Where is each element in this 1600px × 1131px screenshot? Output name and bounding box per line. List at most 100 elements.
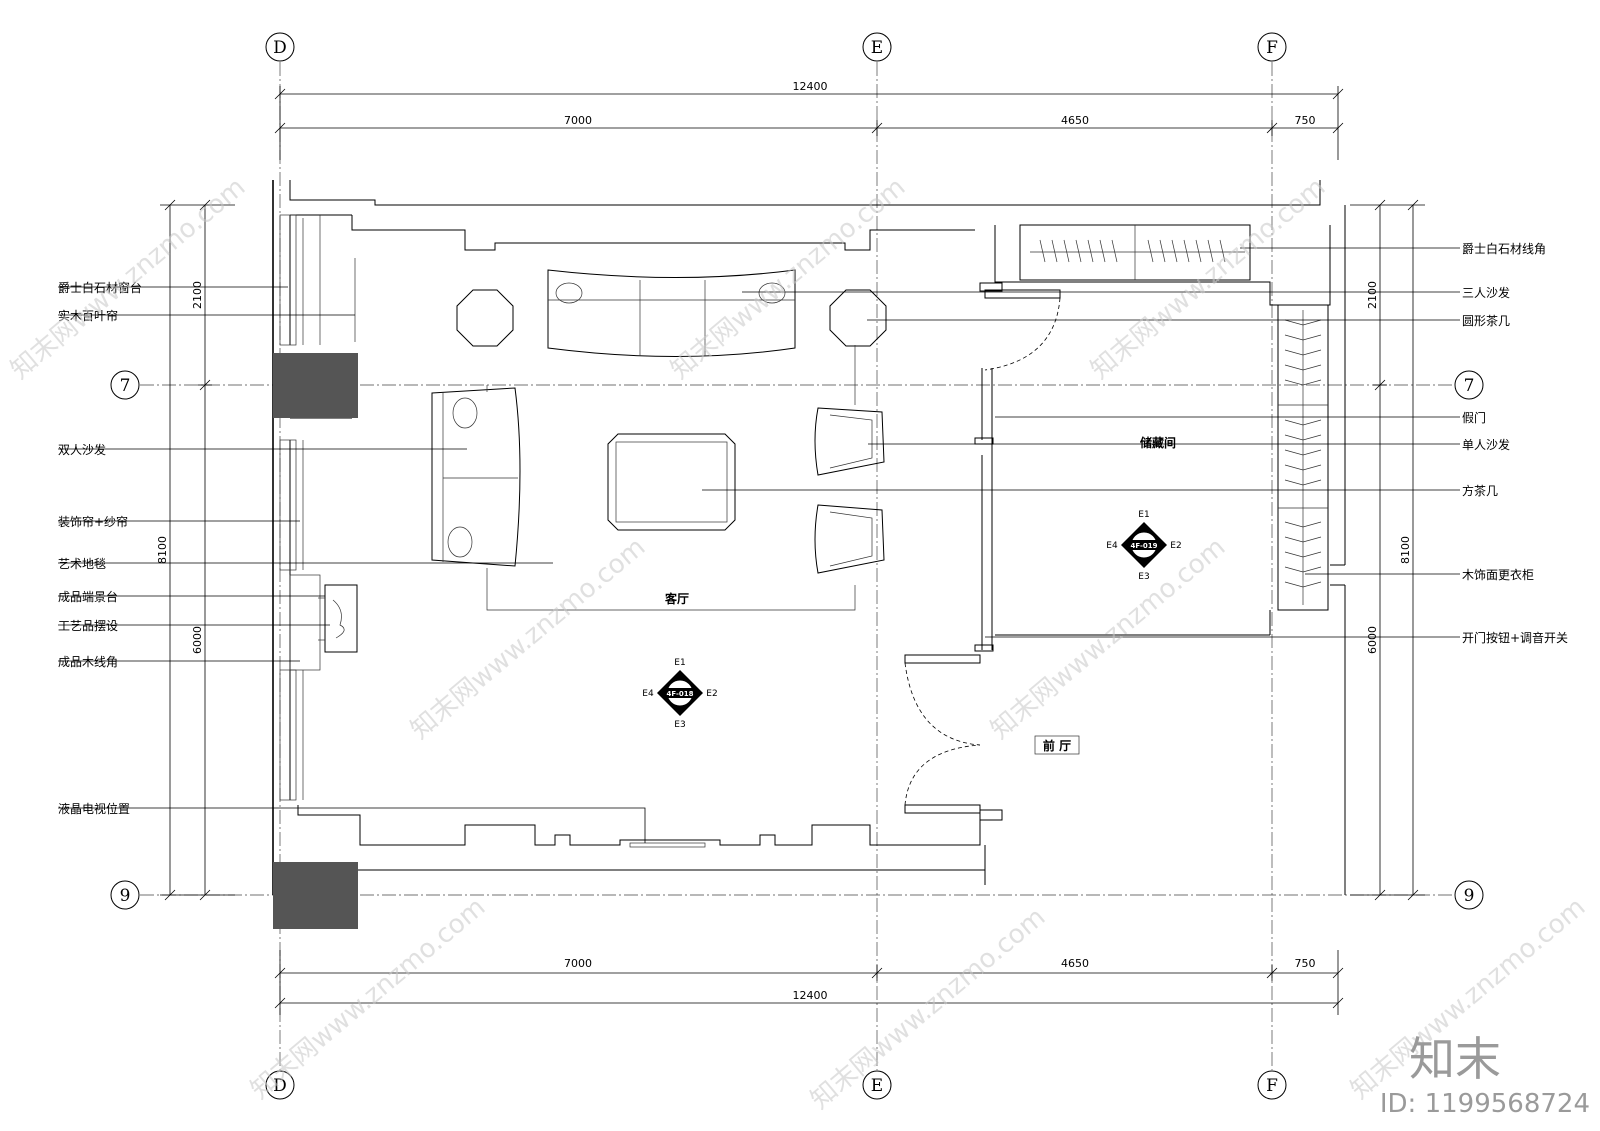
round-tea-table-left bbox=[456, 289, 514, 347]
callout-left-8: 成品木线角 bbox=[58, 655, 118, 669]
callouts-right: 爵士白石材线角 三人沙发 圆形茶几 假门 单人沙发 方茶几 木饰面更衣柜 开门按… bbox=[702, 241, 1568, 645]
dim-bottom-seg-2: 4650 bbox=[1061, 957, 1089, 970]
elevation-s-living: E3 bbox=[674, 720, 685, 730]
axis-bubble-f-top: F bbox=[1257, 32, 1287, 62]
structural-columns bbox=[273, 353, 358, 929]
wardrobe-right bbox=[1277, 304, 1329, 611]
dim-bottom-seg-3: 750 bbox=[1295, 957, 1316, 970]
watermark-text-4: 知末网www.znzmo.com bbox=[1085, 172, 1331, 385]
watermark-text-1: 知末网www.znzmo.com bbox=[5, 172, 251, 385]
axis-label-7-left: 7 bbox=[120, 376, 131, 396]
room-label-living: 客厅 bbox=[664, 591, 689, 606]
callout-right-3: 圆形茶几 bbox=[1462, 313, 1510, 328]
dim-left-outer: 8100 bbox=[156, 536, 169, 564]
column-bottom-left bbox=[273, 862, 358, 929]
dim-top-seg-3: 750 bbox=[1295, 114, 1316, 127]
axis-label-d-bottom: D bbox=[273, 1076, 287, 1096]
watermark-layer: 知末网www.znzmo.com 知末网www.znzmo.com 知末网www… bbox=[5, 172, 1591, 1115]
axis-bubble-d-top: D bbox=[265, 32, 295, 62]
dim-left-inner-2: 6000 bbox=[191, 626, 204, 654]
axis-label-d-top: D bbox=[273, 38, 287, 58]
single-sofa-bottom bbox=[814, 504, 885, 574]
dim-right-inner-2: 6000 bbox=[1366, 626, 1379, 654]
left-window-blinds bbox=[279, 214, 356, 801]
wardrobe-top bbox=[1019, 224, 1251, 281]
axis-bubble-9-left: 9 bbox=[110, 880, 140, 910]
axis-label-7-right: 7 bbox=[1464, 376, 1475, 396]
axis-bubble-f-bottom: F bbox=[1257, 1070, 1287, 1100]
callout-right-8: 开门按钮+调音开关 bbox=[1462, 630, 1568, 645]
dim-left-inner-1: 2100 bbox=[191, 281, 204, 309]
callout-left-2: 实木百叶帘 bbox=[58, 308, 118, 323]
axis-bubble-9-right: 9 bbox=[1454, 880, 1484, 910]
dimension-top: 12400 7000 4650 750 bbox=[274, 80, 1344, 160]
axis-label-9-left: 9 bbox=[120, 886, 131, 906]
callouts-left: 爵士白石材窗台 实木百叶帘 双人沙发 装饰帘+纱帘 艺术地毯 成品端景台 工艺品… bbox=[58, 280, 646, 843]
elevation-e-storage: E2 bbox=[1170, 541, 1181, 551]
square-tea-table bbox=[607, 433, 736, 531]
room-label-storage: 储藏间 bbox=[1140, 435, 1176, 450]
elevation-n-storage: E1 bbox=[1138, 510, 1149, 520]
callout-left-4: 装饰帘+纱帘 bbox=[58, 514, 128, 529]
storage-door bbox=[984, 289, 1061, 371]
brand-logo: 知末 ID: 1199568724 bbox=[1380, 1032, 1590, 1119]
callout-left-3: 双人沙发 bbox=[58, 442, 106, 457]
watermark-text-3: 知末网www.znzmo.com bbox=[665, 172, 911, 385]
foyer-door-upper bbox=[904, 654, 981, 746]
axis-bubble-7-right: 7 bbox=[1454, 370, 1484, 400]
axis-bubble-7-left: 7 bbox=[110, 370, 140, 400]
entry-threshold bbox=[979, 282, 1003, 821]
elevation-code-living: 4F-018 bbox=[667, 690, 694, 698]
callout-right-4: 假门 bbox=[1462, 410, 1486, 425]
watermark-text-2: 知末网www.znzmo.com bbox=[405, 532, 651, 745]
room-label-foyer-box: 前 厅 bbox=[1034, 735, 1080, 755]
elevation-marker-living: 4F-018 E1 E2 E3 E4 bbox=[642, 658, 717, 730]
dim-top-total: 12400 bbox=[793, 80, 828, 93]
foyer-door-lower bbox=[904, 744, 981, 814]
dimension-left: 8100 2100 6000 bbox=[156, 199, 235, 901]
callout-right-1: 爵士白石材线角 bbox=[1462, 241, 1546, 256]
room-label-foyer: 前 厅 bbox=[1043, 738, 1071, 753]
walls bbox=[272, 180, 1346, 895]
watermark-text-7: 知末网www.znzmo.com bbox=[805, 902, 1051, 1115]
elevation-marker-storage: 4F-019 E1 E2 E3 E4 bbox=[1106, 510, 1181, 582]
elevation-n-living: E1 bbox=[674, 658, 685, 668]
round-tea-table-right bbox=[829, 289, 887, 347]
callout-left-9: 液晶电视位置 bbox=[58, 801, 130, 816]
two-seat-sofa bbox=[431, 387, 521, 567]
dimension-bottom: 7000 4650 750 12400 bbox=[274, 950, 1344, 1015]
dim-right-outer: 8100 bbox=[1399, 536, 1412, 564]
callout-left-6: 成品端景台 bbox=[58, 589, 118, 604]
axis-bubble-e-top: E bbox=[862, 32, 892, 62]
axis-label-e-bottom: E bbox=[871, 1076, 883, 1096]
callout-left-7: 工艺品摆设 bbox=[58, 619, 118, 633]
axis-label-e-top: E bbox=[871, 38, 883, 58]
three-seat-sofa bbox=[547, 269, 796, 357]
dim-bottom-total: 12400 bbox=[793, 989, 828, 1002]
axis-bubble-e-bottom: E bbox=[862, 1070, 892, 1100]
column-top-left bbox=[273, 353, 358, 418]
callout-right-6: 方茶几 bbox=[1462, 483, 1498, 498]
elevation-code-storage: 4F-019 bbox=[1131, 542, 1158, 550]
elevation-w-storage: E4 bbox=[1106, 541, 1118, 551]
callout-left-5: 艺术地毯 bbox=[58, 557, 106, 571]
axis-label-9-right: 9 bbox=[1464, 886, 1475, 906]
elevation-s-storage: E3 bbox=[1138, 572, 1149, 582]
elevation-w-living: E4 bbox=[642, 689, 654, 699]
callout-left-1: 爵士白石材窗台 bbox=[58, 280, 142, 295]
tv-position bbox=[629, 842, 706, 848]
axis-label-f-top: F bbox=[1266, 38, 1278, 58]
dim-bottom-seg-1: 7000 bbox=[564, 957, 592, 970]
art-carpet bbox=[486, 345, 856, 611]
axis-bubble-d-bottom: D bbox=[265, 1070, 295, 1100]
dim-top-seg-1: 7000 bbox=[564, 114, 592, 127]
single-sofa-top bbox=[814, 407, 885, 476]
elevation-e-living: E2 bbox=[706, 689, 717, 699]
dim-right-inner-1: 2100 bbox=[1366, 281, 1379, 309]
brand-id-text: ID: 1199568724 bbox=[1380, 1089, 1590, 1119]
axis-label-f-bottom: F bbox=[1266, 1076, 1278, 1096]
callout-right-2: 三人沙发 bbox=[1462, 285, 1510, 300]
dim-top-seg-2: 4650 bbox=[1061, 114, 1089, 127]
callout-right-7: 木饰面更衣柜 bbox=[1462, 567, 1534, 582]
